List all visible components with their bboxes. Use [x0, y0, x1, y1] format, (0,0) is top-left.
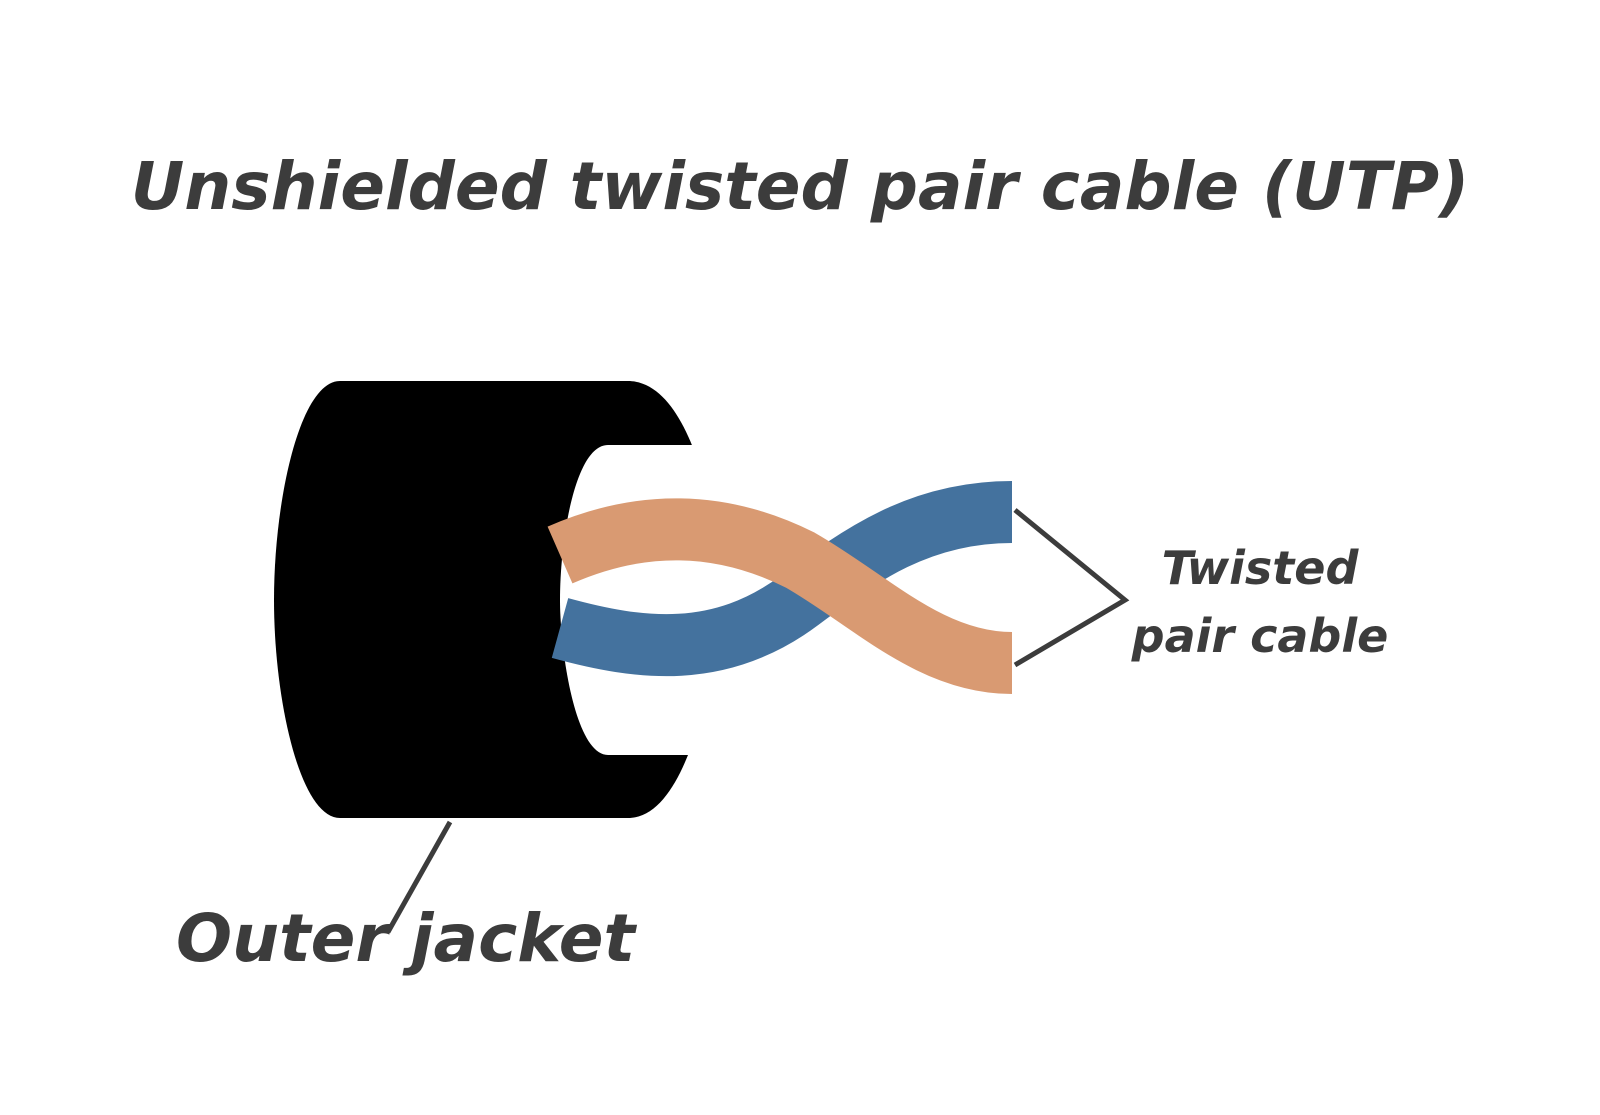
diagram-title: Unshielded twisted pair cable (UTP) [130, 148, 1470, 225]
orange-wire [547, 498, 1014, 694]
twisted-pair-label-line1: Twisted [1161, 541, 1359, 595]
outer-jacket-leader-line [385, 820, 453, 934]
twisted-pair-label-line2: pair cable [1131, 609, 1389, 663]
blue-wire [551, 481, 1013, 677]
twisted-pair-leader-line [1013, 508, 1130, 668]
twisted-pair-label: Twisted pair cable [1120, 534, 1400, 670]
outer-jacket-label: Outer jacket [176, 900, 636, 977]
